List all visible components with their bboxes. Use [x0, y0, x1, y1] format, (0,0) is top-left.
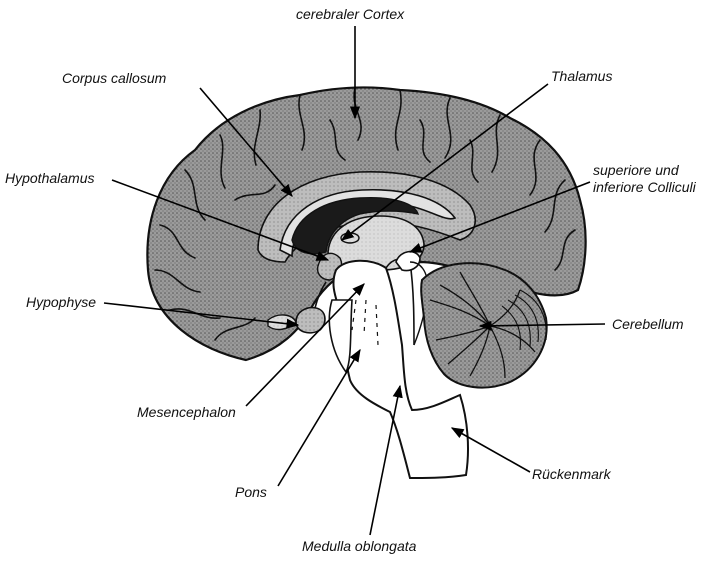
label-thalamus: Thalamus: [551, 68, 613, 84]
leader-corpus-callosum: [199, 87, 293, 197]
label-cortex: cerebraler Cortex: [296, 6, 405, 22]
label-medulla: Medulla oblongata: [302, 538, 417, 554]
label-hypothalamus: Hypothalamus: [5, 170, 95, 186]
leader-hypothalamus: [111, 179, 330, 261]
leader-hypophyse: [103, 302, 300, 329]
label-cerebellum: Cerebellum: [612, 316, 684, 332]
label-pons: Pons: [235, 484, 267, 500]
leader-lines: [103, 26, 606, 536]
hypophyse-shape: [295, 306, 326, 334]
label-mesencephalon: Mesencephalon: [137, 404, 236, 420]
colliculi-shape: [395, 250, 421, 272]
leader-medulla: [369, 384, 403, 536]
leader-cerebellum: [478, 320, 606, 331]
label-colliculi-line1: superiore und: [593, 162, 679, 178]
sulci: [154, 87, 576, 341]
pons-marks: [351, 299, 379, 346]
label-colliculi-line2: inferiore Colliculi: [593, 179, 696, 195]
leader-pons: [277, 348, 361, 487]
pituitary-stalk: [314, 281, 327, 309]
pons-shape: [328, 299, 353, 374]
leader-mesencephalon: [245, 283, 365, 407]
label-corpus-callosum: Corpus callosum: [62, 70, 167, 86]
label-hypophyse: Hypophyse: [26, 294, 97, 310]
leader-rueckenmark: [450, 427, 531, 473]
leader-thalamus: [340, 83, 549, 241]
leader-colliculi: [408, 181, 591, 253]
label-rueckenmark: Rückenmark: [532, 466, 611, 482]
